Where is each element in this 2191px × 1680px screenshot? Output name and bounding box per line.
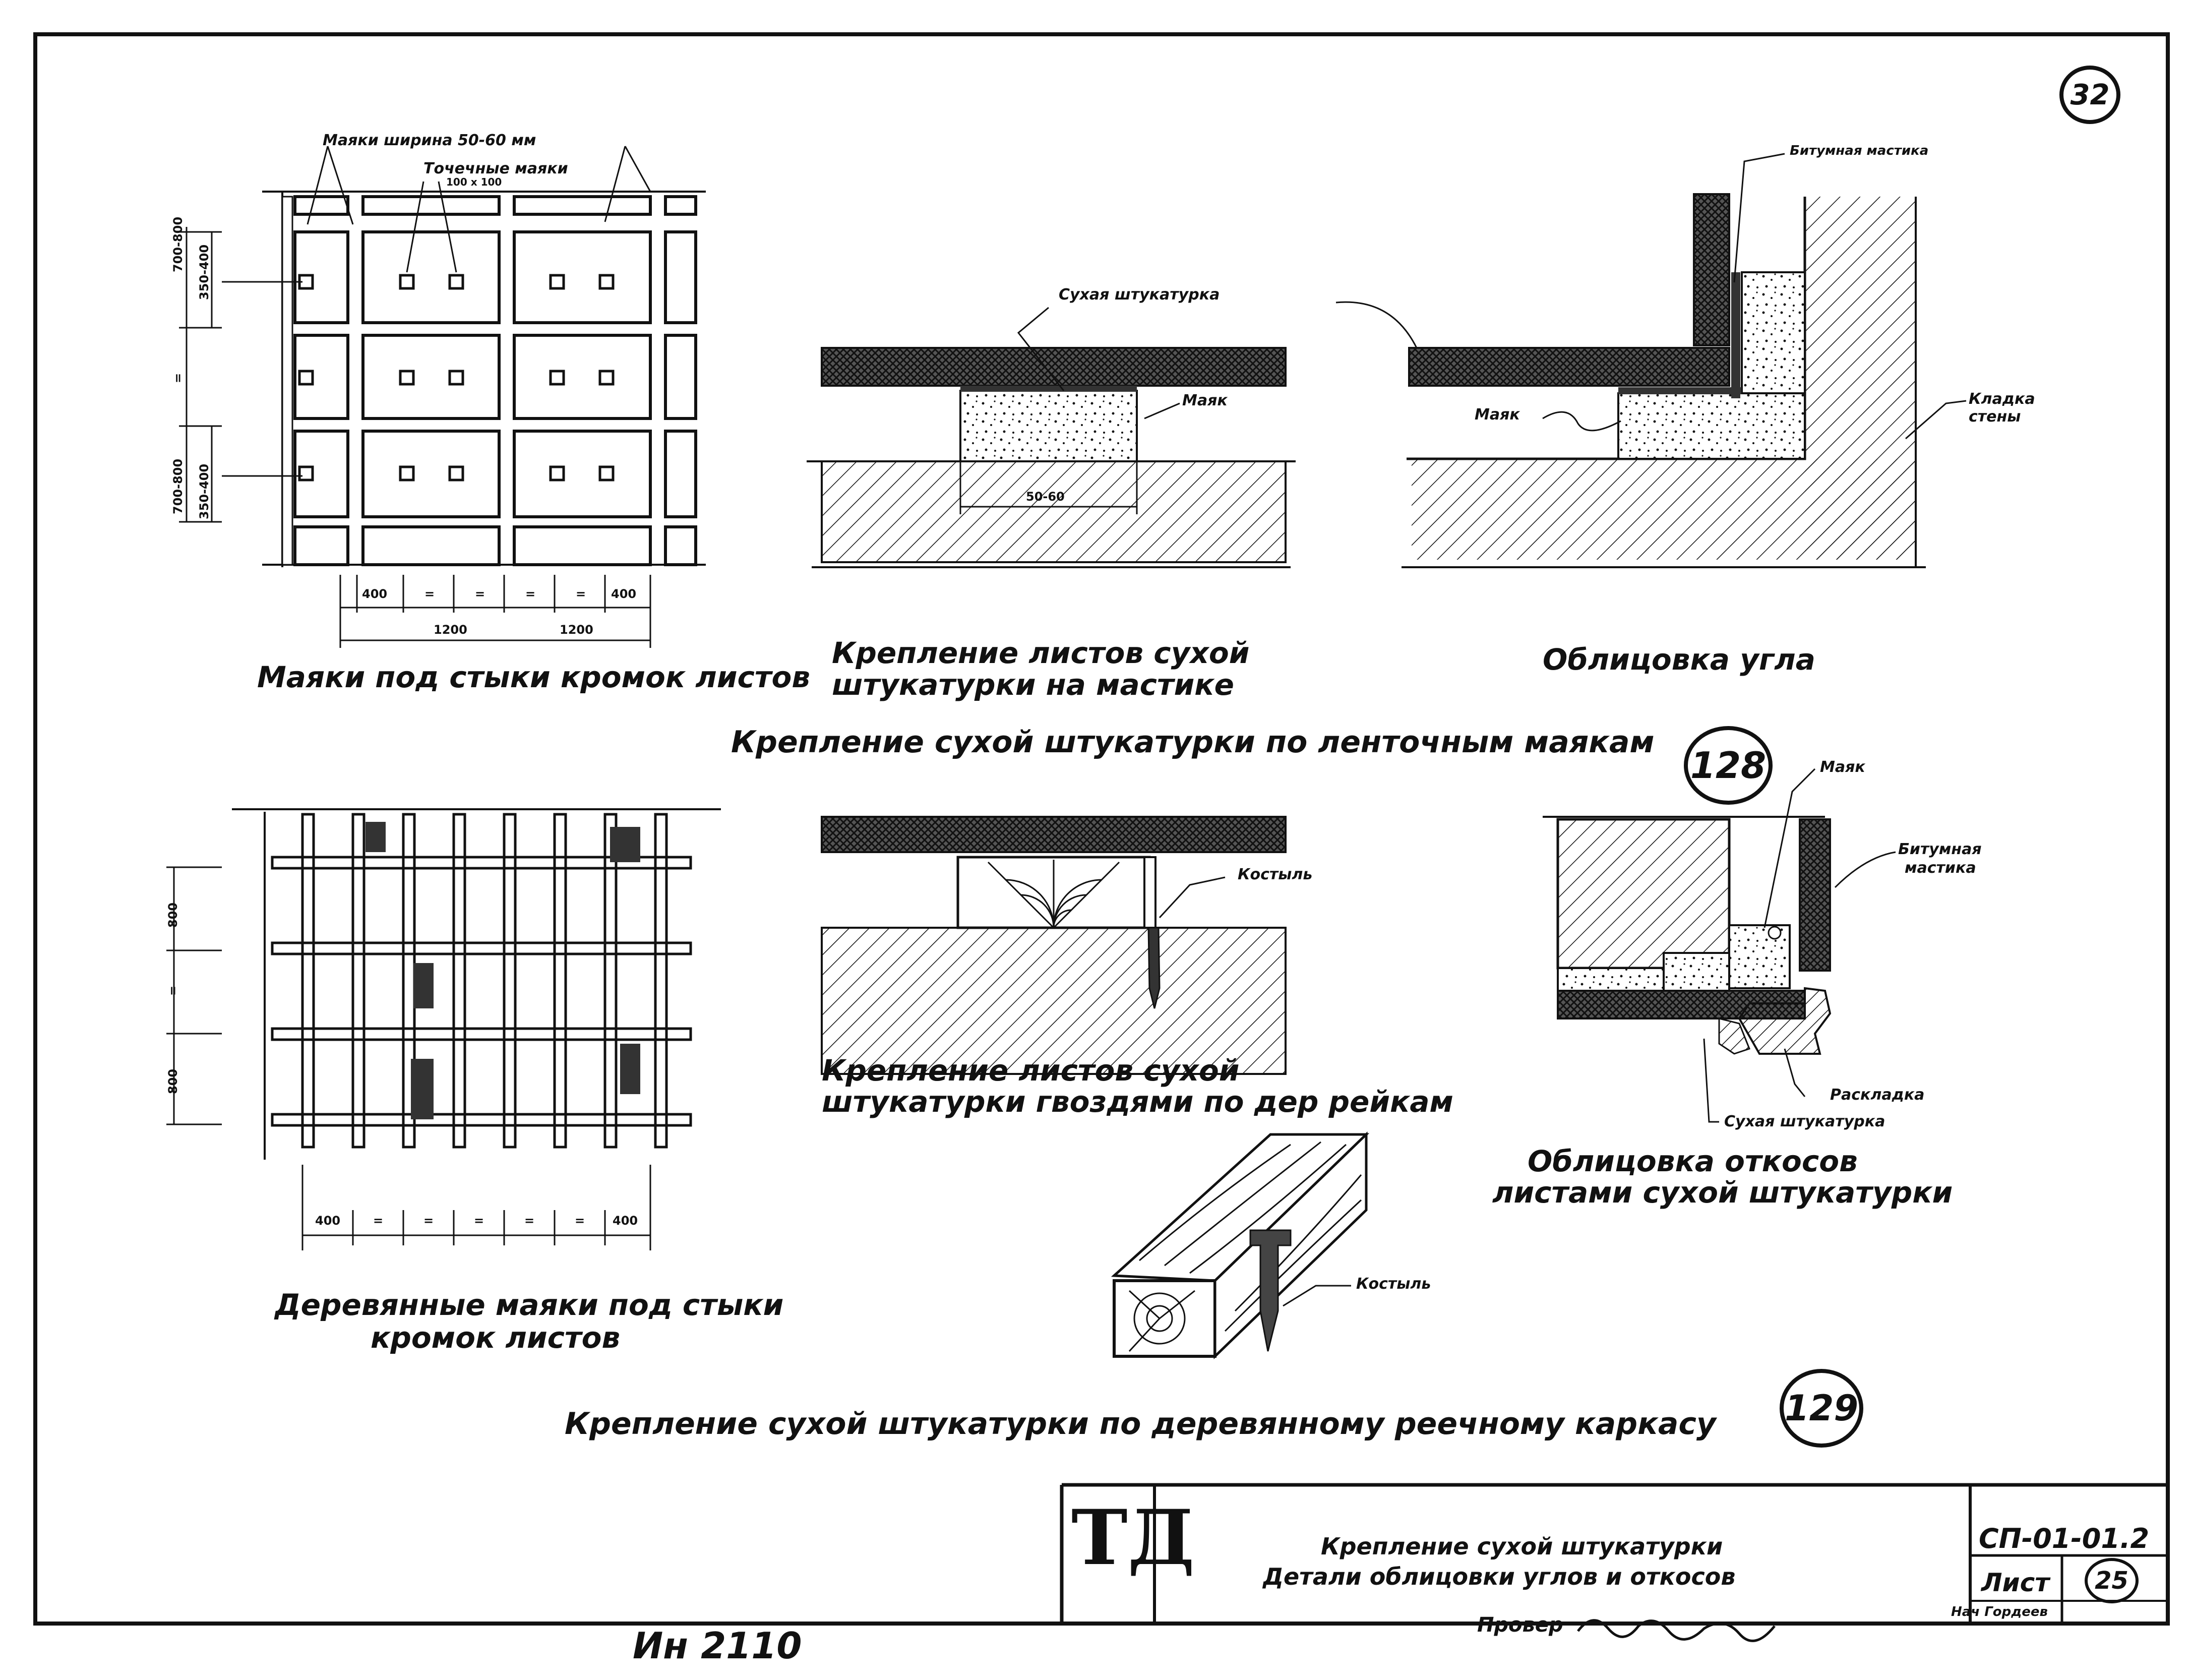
fig3-beacon-label: Маяк (1475, 406, 1520, 424)
fig6-bar-with-nail (1111, 1131, 1370, 1359)
fig5-nailed-section (821, 816, 1287, 1075)
fig1-dim-left-4: 700-800 (171, 458, 185, 514)
fig4-dim-bottom-7: 400 (613, 1214, 638, 1228)
fig1-dim-bottom-top-4: = (525, 587, 536, 601)
fig4-wooden-grid (166, 808, 721, 1250)
fig7-caption-line1: Облицовка откосов (1528, 1144, 1858, 1178)
fig1-panel-grid (179, 146, 706, 648)
fig7-bitumen-label-line2: мастика (1905, 859, 1976, 877)
title-block-author: Нач Гордеев (1951, 1604, 2048, 1619)
fig1-dim-left-1: 700-800 (171, 216, 185, 272)
fig7-bitumen-label-line1: Битумная (1898, 841, 1982, 858)
fig3-wall-label-line1: Кладка (1969, 390, 2035, 408)
fig3-bitumen-label: Битумная мастика (1790, 143, 1929, 158)
section2-title: Крепление сухой штукатурки по деревянном… (565, 1406, 1717, 1442)
fig4-dim-bottom-1: 400 (315, 1214, 341, 1228)
section1-title: Крепление сухой штукатурки по ленточным … (731, 725, 1655, 760)
fig3-caption: Облицовка угла (1543, 642, 1815, 677)
fig7-layout-label: Раскладка (1830, 1086, 1925, 1104)
fig2-dry-plaster-label: Сухая штукатурка (1059, 286, 1220, 304)
fig2-dim-label: 50-60 (1026, 490, 1065, 504)
detail-129-number: 129 (1780, 1369, 1863, 1448)
fig3-wall-label-line2: стены (1969, 408, 2021, 426)
fig2-caption-line2: штукатурки на мастике (832, 668, 1234, 702)
fig1-point-beacons-label: Точечные маяки (423, 160, 568, 177)
fig1-dim-bottom-1: 1200 (434, 623, 467, 637)
fig1-caption: Маяки под стыки кромок листов (257, 660, 811, 694)
title-block-title-line2: Детали облицовки углов и откосов (1263, 1563, 1736, 1590)
fig7-dry-plaster-label: Сухая штукатурка (1724, 1113, 1885, 1130)
fig5-caption-line2: штукатурки гвоздями по дер рейкам (822, 1085, 1453, 1119)
fig1-point-size-label: 100 х 100 (446, 176, 502, 188)
fig1-dim-bottom-2: 1200 (560, 623, 593, 637)
fig1-dim-bottom-top-5: = (576, 587, 586, 601)
fig4-dim-bottom-3: = (423, 1214, 434, 1228)
fig1-dim-bottom-top-6: 400 (611, 587, 637, 601)
sheet-frame (33, 32, 2170, 1626)
detail-128-number: 128 (1684, 726, 1773, 805)
fig2-mastic-section (807, 307, 1296, 568)
title-block-title-line1: Крепление сухой штукатурки (1321, 1533, 1723, 1560)
fig7-caption-line2: листами сухой штукатурки (1492, 1175, 1953, 1210)
fig4-dim-bottom-6: = (575, 1214, 585, 1228)
fig7-reveal-section (1543, 768, 1896, 1123)
fig4-dim-left-1: 800 (166, 902, 180, 928)
fig3-corner-section (1335, 153, 1967, 568)
title-block-code: СП-01-01.2 (1979, 1523, 2150, 1554)
fig4-dim-bottom-4: = (474, 1214, 484, 1228)
fig4-dim-bottom-5: = (524, 1214, 535, 1228)
title-block-logo: ТД (1071, 1493, 1195, 1582)
fig1-strip-beacons-label: Маяки ширина 50-60 мм (323, 132, 536, 149)
fig1-dim-left-5: 350-400 (197, 463, 211, 519)
fig1-dim-bottom-top-1: 400 (362, 587, 388, 601)
fig4-dim-left-3: 800 (166, 1068, 180, 1094)
fig1-dim-left-3: = (171, 373, 185, 383)
fig4-dim-bottom-2: = (373, 1214, 384, 1228)
fig6-nail-label: Костыль (1356, 1275, 1431, 1293)
fig1-dim-bottom-top-3: = (475, 587, 485, 601)
fig4-caption-line2: кромок листов (371, 1321, 621, 1355)
inventory-number: Ин 2110 (633, 1625, 802, 1667)
page-number: 32 (2059, 66, 2120, 124)
fig5-nail-label: Костыль (1238, 866, 1313, 883)
signature-scribble (1577, 1619, 1776, 1642)
title-block-sheet-label: Лист (1981, 1568, 2050, 1597)
title-block-checked: Провер (1477, 1613, 1563, 1637)
fig4-dim-left-2: = (166, 985, 180, 996)
fig4-caption-line1: Деревянные маяки под стыки (275, 1288, 784, 1322)
fig1-dim-left-2: 350-400 (197, 244, 211, 300)
fig2-caption-line1: Крепление листов сухой (832, 636, 1250, 670)
fig5-caption-line1: Крепление листов сухой (822, 1053, 1240, 1088)
fig2-beacon-label: Маяк (1182, 392, 1228, 409)
fig7-beacon-label: Маяк (1820, 758, 1865, 776)
fig1-dim-bottom-top-2: = (424, 587, 435, 601)
title-block-sheet-number: 25 (2085, 1558, 2139, 1603)
